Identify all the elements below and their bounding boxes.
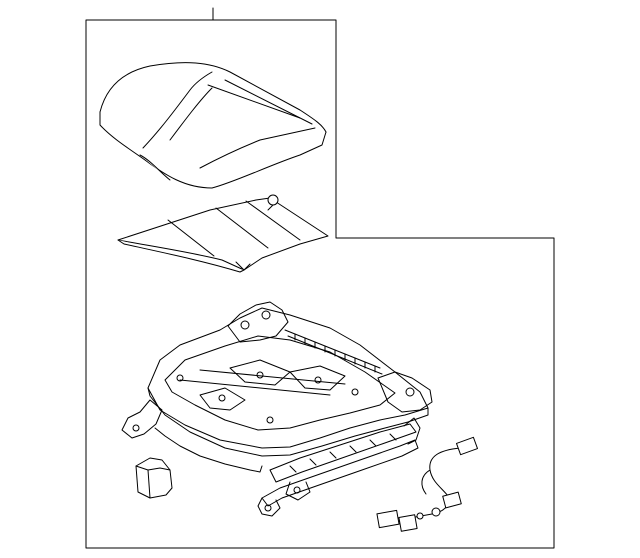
harness-wire-main: [398, 448, 460, 522]
cover-seam-1: [143, 72, 212, 148]
pad-channel-2: [216, 208, 268, 248]
pad-channel-3: [246, 201, 300, 240]
right-bracket-hole: [406, 388, 414, 396]
seat-cushion-cover: [100, 63, 326, 188]
pad-clip-wire: [268, 205, 273, 210]
track-right-bracket: [404, 418, 420, 444]
side-cover-edge: [148, 470, 150, 498]
cover-bolster-line: [200, 128, 315, 168]
connector-bottom-2: [399, 515, 417, 532]
cross-member-2: [200, 370, 345, 384]
track-end-bracket: [258, 498, 280, 516]
adjuster-link-3: [200, 388, 245, 410]
wiring-harness: [377, 437, 478, 531]
callout-frame: [86, 8, 554, 548]
cover-side-panel: [140, 155, 170, 180]
cross-member-1: [180, 380, 330, 395]
adjuster-link-2: [290, 366, 345, 390]
torsion-bar-ribs: [295, 334, 375, 372]
side-cover-top: [136, 466, 170, 470]
lower-track: [270, 424, 416, 482]
seat-track-frame: [122, 302, 432, 516]
cover-front-edge: [100, 112, 326, 188]
seat-cushion-pad: [118, 195, 328, 272]
connector-top: [456, 437, 477, 454]
front-left-bracket: [122, 400, 162, 438]
adjuster-link-1: [230, 360, 290, 385]
track-mid-hole: [294, 487, 300, 493]
harness-wire-branch: [422, 470, 430, 494]
left-bracket-hole-2: [262, 311, 270, 319]
lower-track-rear: [262, 440, 418, 506]
pivot-3: [219, 395, 225, 401]
connector-mid: [443, 492, 462, 508]
pad-clip-ring: [268, 195, 278, 205]
pivot-5: [177, 375, 183, 381]
track-end-hole: [265, 505, 271, 511]
frame-pan-lip: [148, 388, 428, 456]
pivot-4: [352, 389, 358, 395]
left-bracket-hole-1: [241, 321, 249, 329]
pad-outline: [118, 198, 328, 270]
front-left-bracket-hole: [133, 425, 139, 431]
torsion-bar: [285, 330, 382, 374]
harness-clip-2: [417, 513, 423, 519]
lower-rail-left: [155, 428, 262, 472]
pad-channel-1: [168, 220, 214, 256]
left-side-bracket: [228, 302, 288, 342]
frame-pan-inner: [165, 336, 395, 430]
side-cover-body: [136, 458, 172, 498]
harness-clip-1: [432, 508, 440, 516]
pivot-2: [315, 377, 321, 383]
pivot-1: [257, 372, 263, 378]
cover-seam-3: [208, 85, 300, 118]
pivot-6: [267, 417, 273, 423]
connector-bottom-1: [377, 510, 399, 527]
cover-seam-2: [170, 88, 212, 140]
pad-thickness: [118, 240, 244, 272]
frame-outline: [86, 20, 554, 548]
right-side-bracket: [378, 372, 432, 412]
lower-track-detail: [290, 434, 396, 472]
track-mid-bracket: [286, 482, 310, 500]
pad-notch: [236, 262, 250, 270]
side-cover-bracket: [136, 458, 172, 498]
cover-seam-4: [225, 80, 312, 124]
